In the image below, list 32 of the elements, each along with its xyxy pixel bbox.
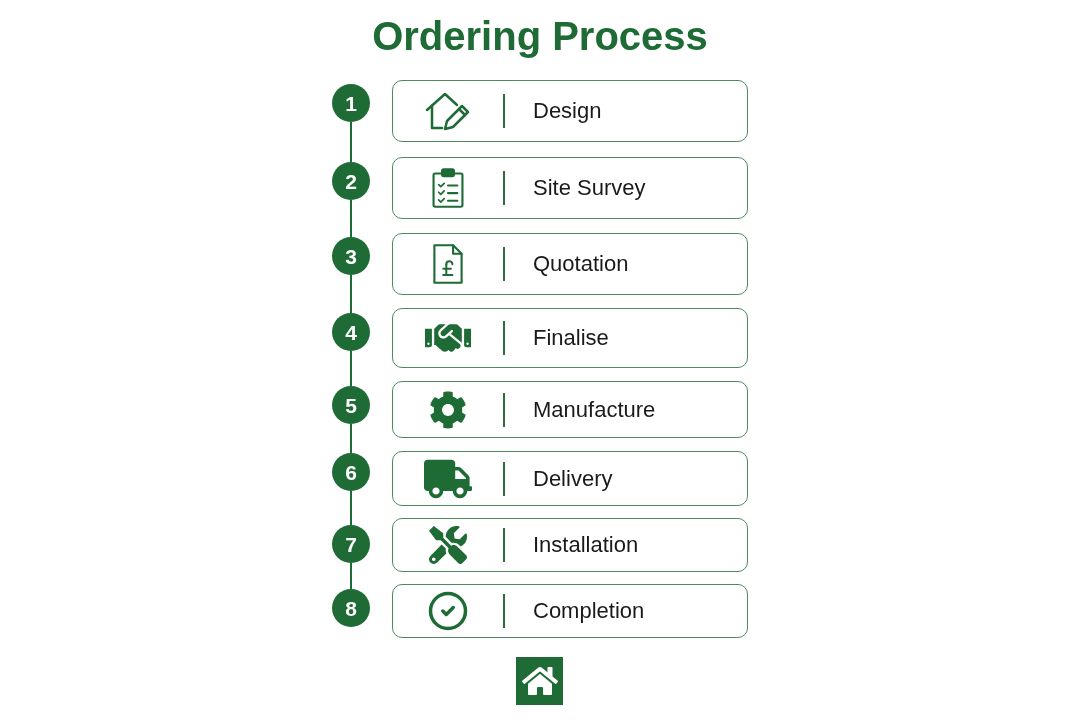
step-box	[392, 157, 748, 219]
step-label: Site Survey	[533, 174, 646, 202]
connector-line	[350, 274, 352, 314]
connector-line	[350, 423, 352, 454]
step-box	[392, 308, 748, 368]
step-box	[392, 518, 748, 572]
step-label: Manufacture	[533, 395, 656, 424]
diagram-title: Ordering Process	[372, 13, 708, 60]
step-number: 3	[345, 245, 357, 267]
step-number: 5	[345, 394, 357, 416]
connector-line	[350, 121, 352, 163]
connector-line	[350, 490, 352, 526]
step-box	[392, 381, 748, 438]
step-label: Completion	[533, 597, 645, 625]
step-label: Finalise	[533, 324, 609, 352]
connector-line	[350, 562, 352, 590]
step-label: Design	[533, 97, 602, 125]
step-number: 6	[345, 461, 357, 483]
step-number: 1	[345, 92, 357, 114]
connector-line	[350, 350, 352, 387]
step-label: Delivery	[533, 464, 613, 493]
step-label: Installation	[533, 531, 639, 559]
step-box	[392, 233, 748, 295]
step-box	[392, 80, 748, 142]
step-box	[392, 451, 748, 506]
step-box	[392, 584, 748, 638]
step-number: 7	[345, 533, 357, 555]
step-number: 8	[345, 597, 357, 619]
step-number: 2	[345, 170, 357, 192]
connector-line	[350, 199, 352, 238]
step-label: Quotation	[533, 250, 629, 278]
step-number: 4	[345, 321, 357, 343]
